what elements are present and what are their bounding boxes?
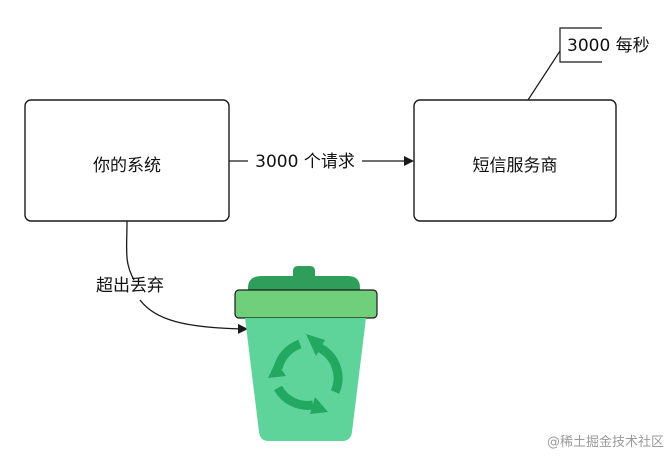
edge-requests: 3000 个请求 xyxy=(229,152,414,172)
node-sms-provider: 短信服务商 xyxy=(413,99,617,222)
rate-callout-label: 3000 每秒 xyxy=(567,36,650,56)
edge-requests-label: 3000 个请求 xyxy=(255,152,355,172)
node-your-system: 你的系统 xyxy=(24,99,230,222)
rate-callout: 3000 每秒 xyxy=(527,27,650,101)
node-sms-provider-label: 短信服务商 xyxy=(473,156,558,176)
node-your-system-label: 你的系统 xyxy=(93,156,161,176)
watermark-text: @稀土掘金技术社区 xyxy=(547,434,664,450)
edge-discard: 超出丢弃 xyxy=(96,220,248,334)
recycle-bin-icon xyxy=(234,266,378,441)
edge-discard-label: 超出丢弃 xyxy=(96,276,164,296)
